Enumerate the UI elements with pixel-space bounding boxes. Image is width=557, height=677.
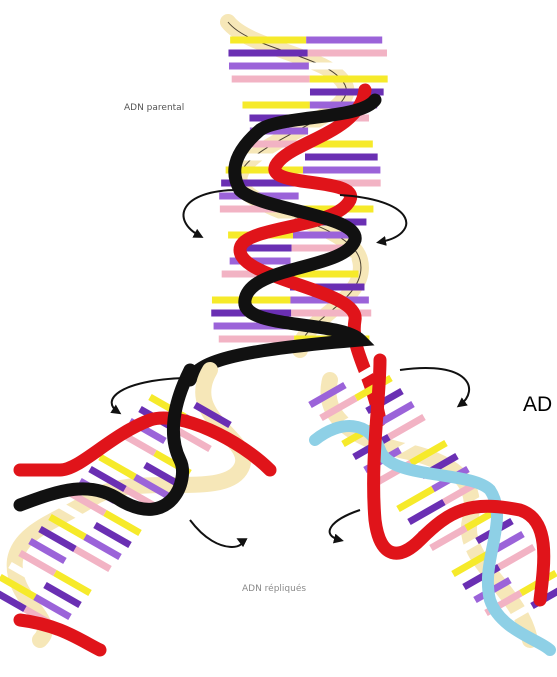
parental-dna-helix bbox=[190, 22, 389, 420]
right-base-pairs bbox=[310, 365, 557, 626]
base-pair-half bbox=[387, 476, 422, 496]
base-pair-half bbox=[398, 489, 433, 509]
rotation-arrow-icon bbox=[400, 368, 469, 405]
rotation-arrow-icon bbox=[330, 510, 360, 540]
cut-off-label: AD bbox=[523, 393, 552, 417]
base-pair-half bbox=[499, 547, 534, 567]
rotation-arrow-icon bbox=[190, 520, 242, 547]
replicated-dna-label: ADN répliqués bbox=[242, 584, 306, 594]
right-daughter-dna-helix bbox=[310, 360, 557, 650]
left-daughter-dna-helix bbox=[0, 370, 270, 650]
left-strand-red-lower bbox=[20, 620, 100, 650]
base-pair-half bbox=[389, 417, 424, 437]
parental-dna-label: ADN parental bbox=[124, 103, 184, 113]
